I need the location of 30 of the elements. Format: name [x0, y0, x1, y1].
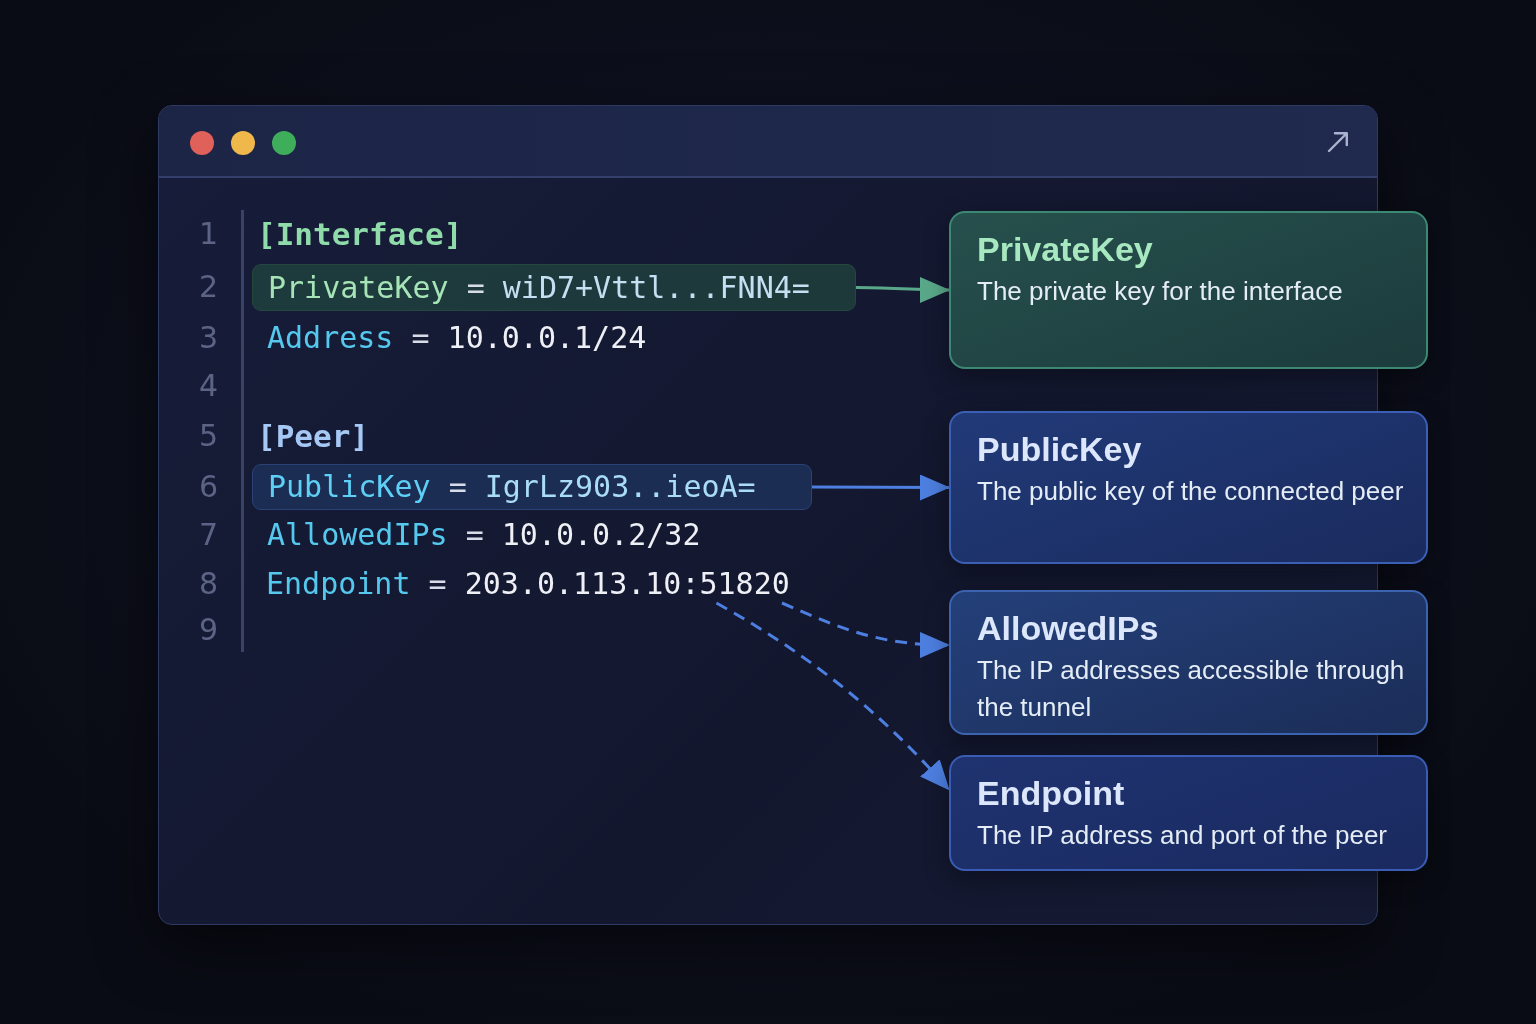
line-number: 1: [197, 215, 218, 253]
card-title: PublicKey: [977, 429, 1142, 469]
card-title: PrivateKey: [977, 229, 1153, 269]
card-description: The public key of the connected peer: [977, 475, 1404, 508]
dashed-arrow: [781, 601, 950, 658]
line-number: 2: [197, 268, 218, 306]
card-title: AllowedIPs: [977, 608, 1159, 648]
line-number: 5: [197, 417, 218, 455]
card-description: The IP address and port of the peer: [977, 819, 1387, 852]
line-number: 8: [197, 565, 218, 603]
section-header: [Peer]: [257, 417, 369, 456]
line-number: 9: [197, 611, 218, 649]
dashed-arrow: [715, 601, 951, 791]
card-description: The private key for the interface: [977, 275, 1343, 308]
annotation-card: [949, 590, 1428, 735]
annotation-card: [949, 411, 1428, 564]
section-header: [Interface]: [257, 215, 463, 254]
annotation-card: [949, 211, 1428, 369]
code-line: AllowedIPs = 10.0.0.2/32: [267, 516, 701, 554]
arrow: [856, 276, 950, 303]
code-line: Endpoint = 203.0.113.10:51820: [266, 565, 790, 603]
card-description: The IP addresses accessible through the tunnel: [977, 654, 1406, 724]
arrow: [812, 474, 950, 501]
line-number: 3: [197, 319, 218, 357]
annotation-card: [949, 755, 1428, 871]
code-line: Address = 10.0.0.1/24: [267, 319, 647, 357]
line-number: 4: [197, 367, 218, 405]
line-number: 6: [197, 468, 218, 506]
card-title: Endpoint: [977, 773, 1125, 813]
line-number: 7: [197, 516, 218, 554]
